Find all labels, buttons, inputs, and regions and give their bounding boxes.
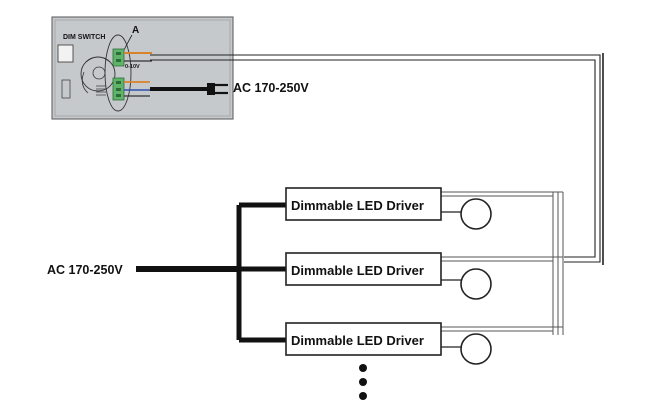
wiring-outline xyxy=(104,34,132,112)
continuation-dots xyxy=(359,364,367,400)
led-driver-3: Dimmable LED Driver xyxy=(285,322,492,365)
mains-bus xyxy=(136,202,286,343)
signal-cable xyxy=(150,53,604,265)
dim-switch-panel: DIM SWITCH A 0-10V xyxy=(51,16,234,120)
power-cord xyxy=(150,83,228,95)
driver-box xyxy=(285,187,442,221)
led-driver-2: Dimmable LED Driver xyxy=(285,252,492,300)
led-driver-1: Dimmable LED Driver xyxy=(285,187,492,230)
ac-input-top-label: AC 170-250V xyxy=(233,81,309,95)
led-lamp-icon xyxy=(460,268,492,300)
led-lamp-icon xyxy=(460,333,492,365)
plug-icon xyxy=(207,83,215,95)
driver-label: Dimmable LED Driver xyxy=(291,263,424,278)
dimming-bus xyxy=(441,191,564,335)
driver-label: Dimmable LED Driver xyxy=(291,333,424,348)
terminal-marker-a: A xyxy=(132,25,139,36)
panel-background xyxy=(51,16,234,120)
led-lamp-icon xyxy=(460,198,492,230)
grille-icon xyxy=(96,85,106,96)
dim-switch-title: DIM SWITCH xyxy=(63,34,105,41)
driver-box xyxy=(285,322,442,356)
signal-label-0-10v: 0-10V xyxy=(125,64,140,70)
driver-box xyxy=(285,252,442,286)
component-square xyxy=(57,44,74,63)
driver-label: Dimmable LED Driver xyxy=(291,198,424,213)
signal-terminal-block xyxy=(112,48,125,67)
ac-input-left-label: AC 170-250V xyxy=(47,263,123,277)
